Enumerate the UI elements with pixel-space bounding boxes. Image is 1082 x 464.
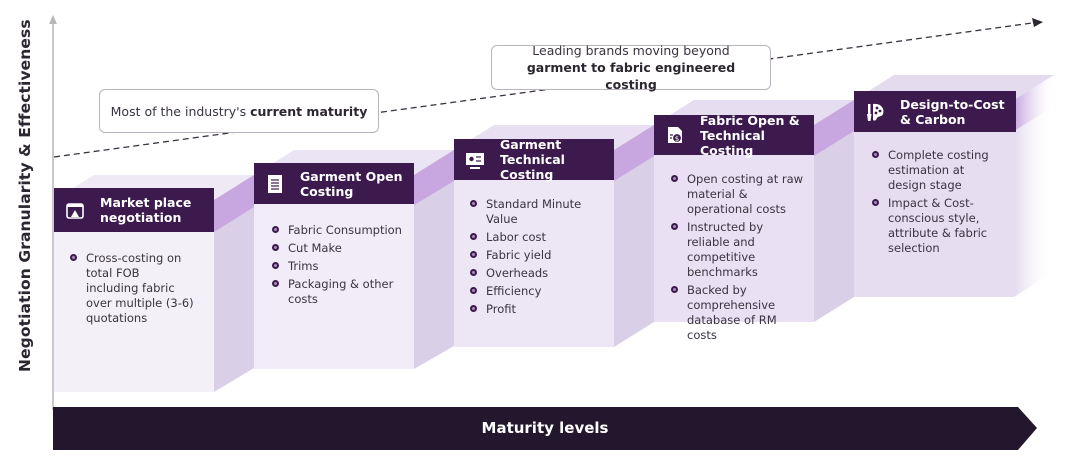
list-item-text: Labor cost (486, 230, 547, 244)
list-item: Standard Minute Value (470, 197, 605, 227)
list-item: Cross-costing on total FOB including fab… (70, 251, 195, 326)
document-list-icon (268, 174, 282, 193)
list-item-text: Profit (486, 302, 516, 316)
bullet-icon (671, 223, 678, 230)
step-header-3: Garment Technical Costing (454, 137, 614, 182)
step-list-5: Complete costing estimation at design st… (872, 148, 997, 259)
fabric-cost-icon: $ (668, 127, 683, 144)
list-item: Instructed by reliable and competitive b… (671, 220, 809, 280)
list-item: Profit (470, 302, 605, 317)
list-item-text: Complete costing estimation at design st… (888, 148, 989, 192)
bullet-icon (272, 226, 279, 233)
list-item: Overheads (470, 266, 605, 281)
list-item-text: Packaging & other costs (288, 277, 394, 306)
bullet-icon (470, 200, 477, 207)
list-item-text: Overheads (486, 266, 549, 280)
monitor-settings-icon (466, 152, 484, 169)
list-item: Backed by comprehensive database of RM c… (671, 283, 809, 343)
bullet-icon (872, 199, 879, 206)
list-item: Open costing at raw material & operation… (671, 172, 809, 217)
step-header-2: Garment Open Costing (254, 163, 414, 204)
step-header-1: Market place negotiation (54, 188, 214, 232)
step-title: Garment Technical Costing (500, 137, 565, 182)
callout-leading-brands: Leading brands moving beyond garment to … (491, 43, 771, 92)
callout-current-maturity: Most of the industry's current maturity (99, 89, 379, 133)
list-item: Cut Make (272, 241, 407, 256)
bullet-icon (272, 262, 279, 269)
list-item-text: Backed by comprehensive database of RM c… (687, 283, 777, 342)
step-header-5: Design-to-Cost & Carbon (854, 91, 1016, 132)
list-item-text: Instructed by reliable and competitive b… (687, 220, 764, 279)
callout-text: Leading brands moving beyond (532, 43, 730, 58)
callout-text: Most of the industry's (110, 103, 251, 119)
marketplace-icon (66, 203, 84, 219)
list-item: Complete costing estimation at design st… (872, 148, 997, 193)
bullet-icon (872, 151, 879, 158)
bullet-icon (671, 286, 678, 293)
step-list-3: Standard Minute Value Labor cost Fabric … (470, 197, 605, 320)
list-item-text: Impact & Cost-conscious style, attribute… (888, 196, 988, 255)
step-header-4: $ Fabric Open & Technical Costing (654, 112, 814, 158)
step-title: Market place negotiation (100, 195, 192, 225)
bullet-icon (470, 233, 477, 240)
step-block-4 (654, 100, 854, 322)
list-item-text: Open costing at raw material & operation… (687, 172, 804, 216)
step-title: Fabric Open & Technical Costing (700, 112, 800, 158)
step-title: Garment Open Costing (300, 168, 403, 199)
list-item: Fabric Consumption (272, 223, 407, 238)
bullet-icon (470, 251, 477, 258)
list-item: Packaging & other costs (272, 277, 407, 307)
step-title: Design-to-Cost & Carbon (900, 96, 1005, 127)
list-item-text: Cross-costing on total FOB including fab… (86, 251, 194, 325)
list-item-text: Trims (288, 259, 319, 273)
list-item: Efficiency (470, 284, 605, 299)
list-item: Impact & Cost-conscious style, attribute… (872, 196, 997, 256)
list-item: Labor cost (470, 230, 605, 245)
y-axis-label: Negotiation Granularity & Effectiveness (16, 19, 34, 372)
list-item-text: Cut Make (288, 241, 342, 255)
step-list-1: Cross-costing on total FOB including fab… (70, 251, 195, 329)
bullet-icon (671, 175, 678, 182)
step-list-2: Fabric Consumption Cut Make Trims Packag… (272, 223, 407, 310)
callout-emphasis: current maturity (250, 103, 368, 119)
maturity-levels-arrow (53, 407, 1037, 450)
step-block-5 (854, 75, 1054, 297)
bullet-icon (470, 305, 477, 312)
list-item-text: Efficiency (486, 284, 542, 298)
bullet-icon (70, 254, 77, 261)
svg-text:$: $ (675, 135, 679, 143)
y-axis-arrow (49, 15, 57, 410)
bullet-icon (272, 244, 279, 251)
bullet-icon (272, 280, 279, 287)
step-block-3 (454, 125, 654, 347)
step-list-4: Open costing at raw material & operation… (671, 172, 809, 346)
trend-arrow (53, 18, 1043, 158)
callout-emphasis: garment to fabric engineered costing (526, 60, 736, 92)
x-axis-label: Maturity levels (481, 419, 609, 437)
bullet-icon (470, 287, 477, 294)
list-item: Fabric yield (470, 248, 605, 263)
list-item-text: Fabric Consumption (288, 223, 402, 237)
bullet-icon (470, 269, 477, 276)
list-item: Trims (272, 259, 407, 274)
list-item-text: Fabric yield (486, 248, 552, 262)
design-palette-icon (867, 103, 884, 121)
list-item-text: Standard Minute Value (486, 197, 582, 226)
